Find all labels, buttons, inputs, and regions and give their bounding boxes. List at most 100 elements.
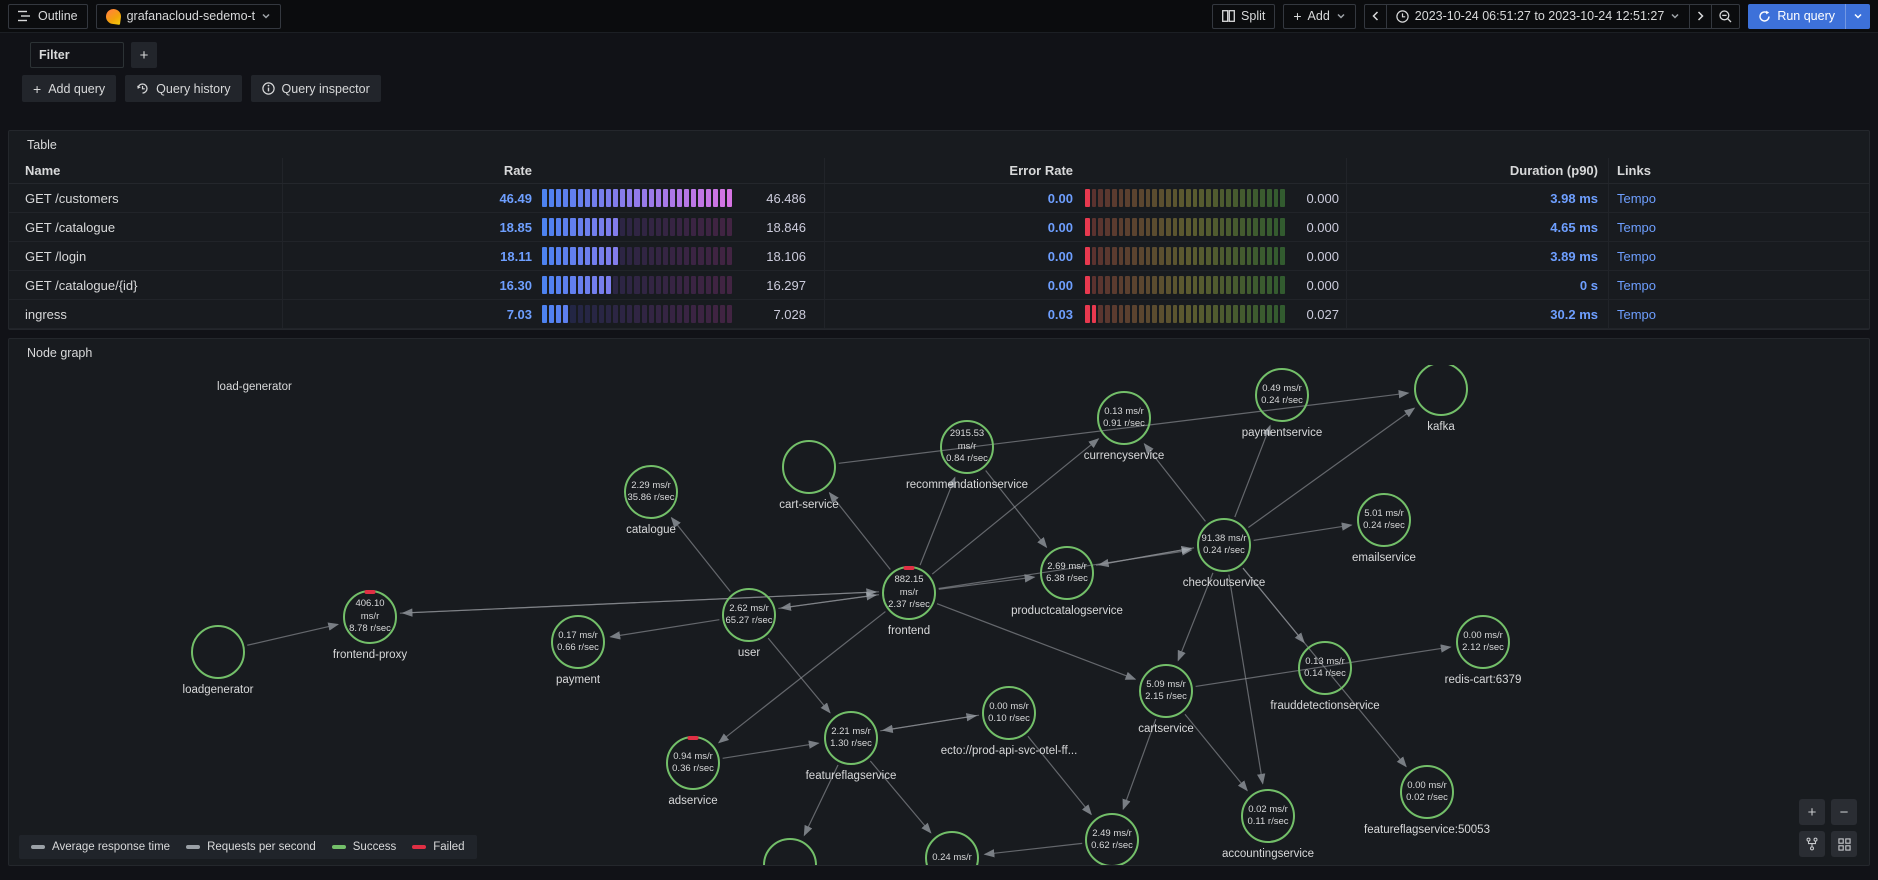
zoom-out-time-button[interactable] [1711,3,1741,29]
gauge-segment [1260,218,1265,236]
query-toolbar: + Add query Query history Query inspecto… [22,75,381,102]
gauge-segment [1091,247,1097,265]
gauge-segment [627,218,633,236]
gauge-segment [1192,276,1198,294]
tempo-link[interactable]: Tempo [1617,248,1657,264]
row-name-cell[interactable]: GET /catalogue/{id} [25,277,138,293]
gauge-segment [1098,247,1104,265]
query-history-button[interactable]: Query history [125,75,242,102]
filter-input[interactable]: Filter [30,42,124,68]
row-name-cell[interactable]: ingress [25,306,67,322]
gauge-segment [1239,276,1245,294]
table-panel-title: Table [27,137,57,152]
zoom-out-button[interactable]: − [1831,799,1857,825]
datasource-picker[interactable]: grafanacloud-sedemo-t [95,3,282,29]
row-name-cell[interactable]: GET /login [25,248,87,264]
table-header-row: Name Rate Error Rate Duration (p90) Link… [9,158,1869,184]
zoom-in-button[interactable]: + [1799,799,1825,825]
gauge-segment [1098,276,1104,294]
row-name-cell[interactable]: GET /customers [25,190,119,206]
rate-gauge [542,218,732,236]
layout-button[interactable] [1799,831,1825,857]
column-header-rate[interactable]: Rate [503,163,532,178]
gauge-segment [577,218,583,236]
time-back-button[interactable] [1363,3,1387,29]
tempo-link[interactable]: Tempo [1617,306,1657,322]
row-duration-cell: 30.2 ms [1346,300,1608,328]
tempo-link[interactable]: Tempo [1617,277,1657,293]
row-links-cell: Tempo [1608,242,1869,270]
query-inspector-button[interactable]: Query inspector [250,75,381,102]
column-header-name[interactable]: Name [25,163,61,178]
gauge-segment [549,276,555,294]
gauge-segment [684,305,690,323]
time-range-picker[interactable]: 2023-10-24 06:51:27 to 2023-10-24 12:51:… [1385,3,1691,29]
service-node-loadgenerator[interactable] [191,625,245,679]
row-name-cell[interactable]: GET /catalogue [25,219,116,235]
gauge-segment [1273,276,1279,294]
graph-edge [1228,574,1266,785]
gauge-segment [556,305,562,323]
add-button[interactable]: + Add [1283,3,1356,29]
tempo-link[interactable]: Tempo [1617,190,1657,206]
grid-layout-button[interactable] [1831,831,1857,857]
graph-edge [828,491,891,570]
add-filter-button[interactable]: + [131,42,157,68]
service-node-kafka[interactable] [1414,365,1468,416]
gauge-segment [691,247,697,265]
gauge-segment [1105,276,1110,294]
tempo-link[interactable]: Tempo [1617,219,1657,235]
column-header-duration[interactable]: Duration (p90) [1346,158,1608,183]
time-forward-button[interactable] [1689,3,1713,29]
split-button[interactable]: Split [1212,3,1276,29]
graph-edge [983,842,1083,858]
run-query-caret[interactable] [1846,12,1870,20]
column-header-error-rate[interactable]: Error Rate [1009,163,1073,178]
outline-button[interactable]: Outline [8,3,88,29]
service-node-cart-service[interactable] [782,440,836,494]
gauge-segment [605,305,612,323]
gauge-segment [1118,218,1124,236]
floating-node-label: load-generator [217,381,292,393]
error-rate-number: 0.00 [1047,277,1073,293]
gauge-segment [591,247,597,265]
gauge-segment [556,189,562,207]
gauge-segment [1233,247,1238,265]
gauge-segment [1111,276,1117,294]
gauge-segment [591,276,597,294]
rate-number: 18.85 [499,219,532,235]
node-graph-controls: + − [1799,799,1857,857]
graph-edge [1027,735,1092,816]
run-query-button[interactable]: Run query [1748,3,1870,29]
gauge-segment [1206,218,1211,236]
column-header-links[interactable]: Links [1608,158,1869,183]
add-query-button[interactable]: + Add query [22,75,117,102]
rate-number: 7.03 [506,306,532,322]
gauge-segment [1186,218,1191,236]
gauge-segment [684,189,690,207]
